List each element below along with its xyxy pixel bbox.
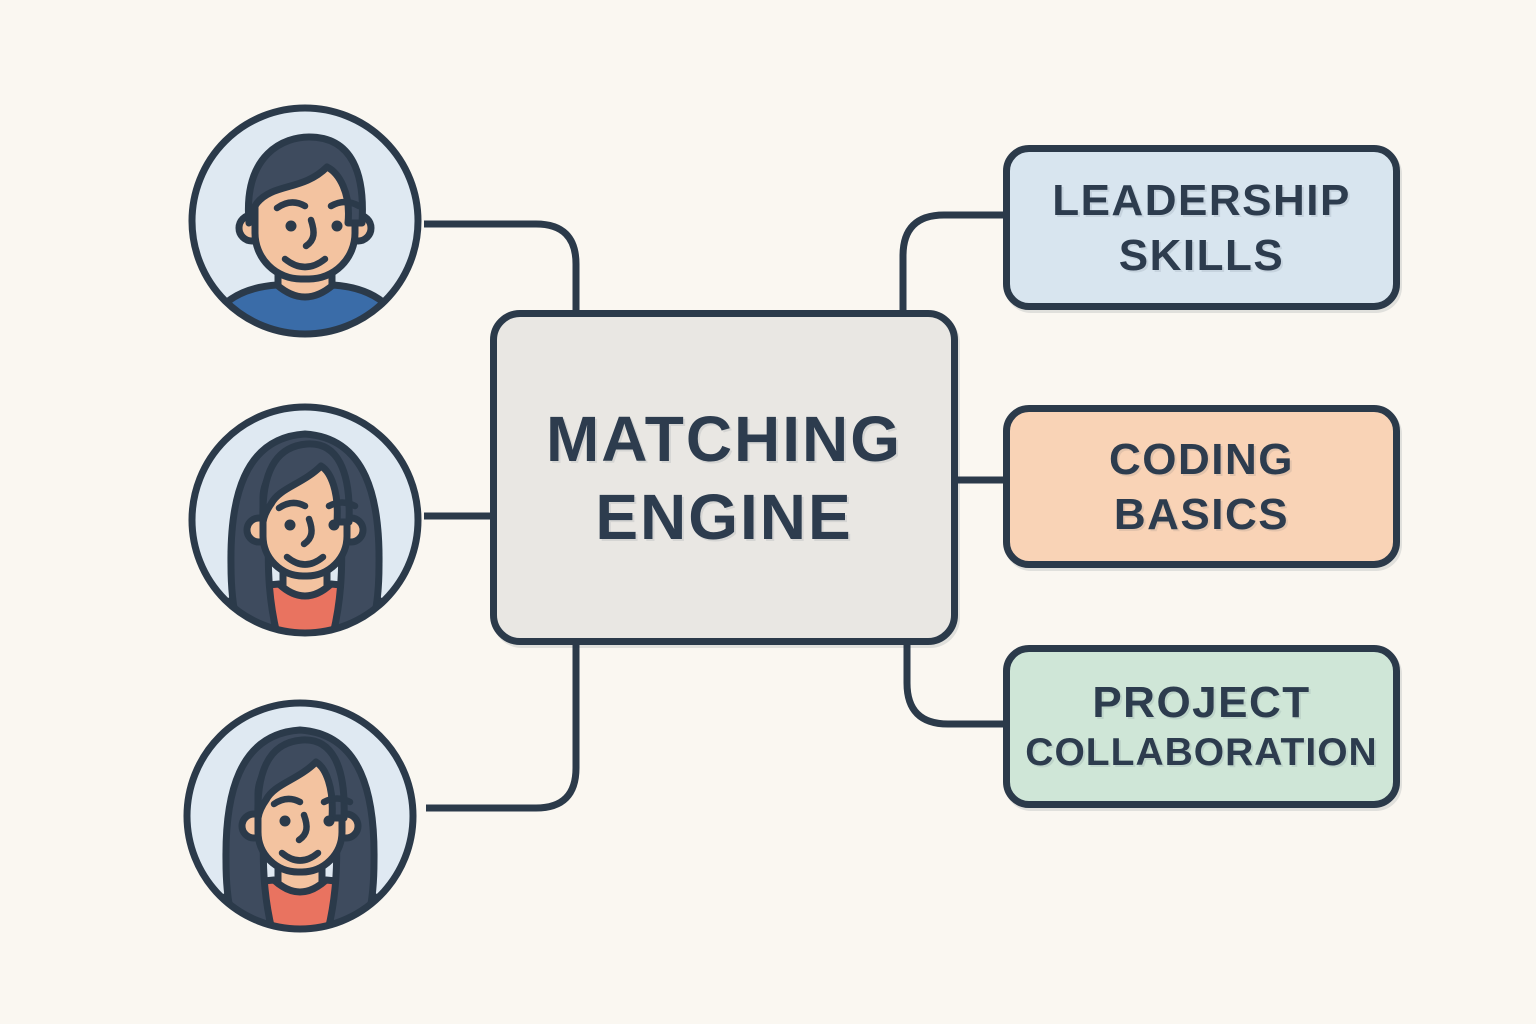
user-avatar-1 (185, 101, 425, 341)
coding-label-line2: BASICS (1113, 489, 1290, 539)
skill-node-coding-basics: CODING BASICS (1003, 405, 1400, 568)
avatar-female-icon (188, 403, 422, 637)
skill-node-leadership-skills: LEADERSHIP SKILLS (1003, 145, 1400, 310)
matching-engine-label-line1: MATCHING (545, 402, 903, 475)
project-label-line2: COLLABORATION (1025, 730, 1378, 774)
skill-node-project-collaboration: PROJECT COLLABORATION (1003, 645, 1400, 808)
connector-user3-to-engine (426, 645, 580, 812)
user-avatar-3 (180, 696, 420, 936)
leadership-label-line1: LEADERSHIP (1052, 175, 1351, 225)
leadership-label-line2: SKILLS (1118, 230, 1285, 280)
user-avatar-2 (185, 400, 425, 640)
connector-engine-to-project (903, 645, 1003, 728)
project-label-line1: PROJECT (1092, 677, 1311, 727)
avatar-male-icon (188, 104, 422, 338)
avatar-female-icon (183, 699, 417, 933)
connector-engine-to-leadership (899, 211, 1003, 310)
matching-engine-label-line2: ENGINE (595, 480, 853, 553)
coding-label-line1: CODING (1109, 434, 1294, 484)
matching-engine-node: MATCHING ENGINE (490, 310, 958, 645)
connector-user1-to-engine (424, 220, 580, 310)
